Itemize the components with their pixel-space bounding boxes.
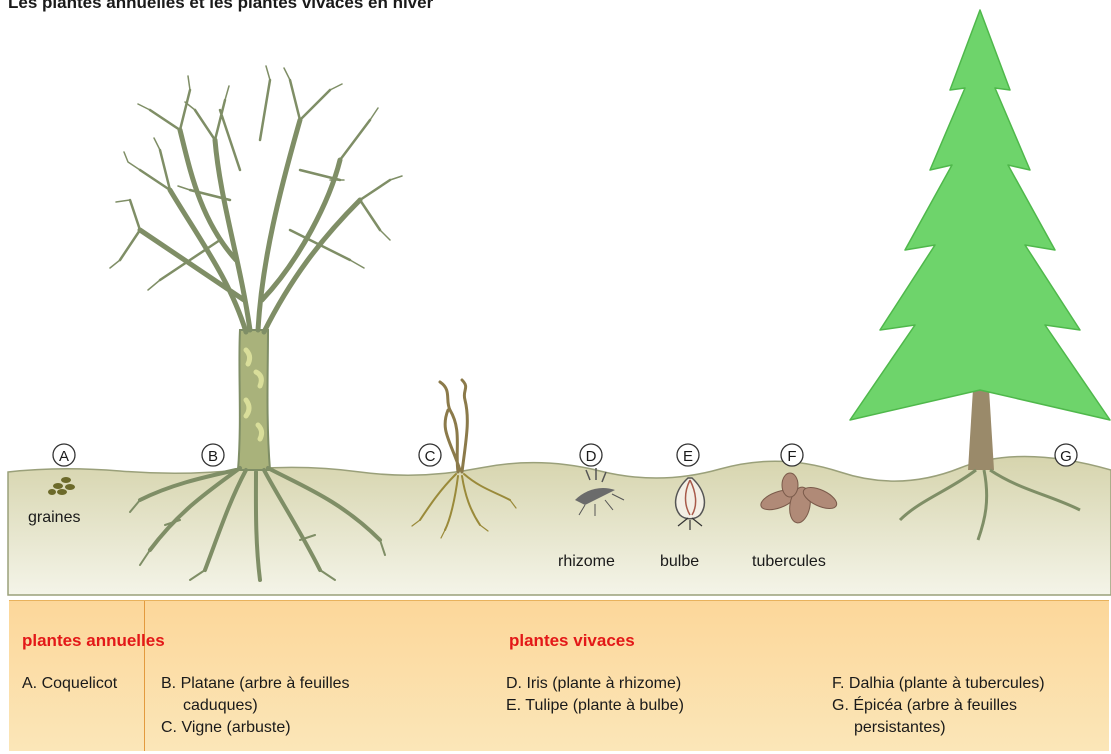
marker-d: D — [579, 443, 603, 467]
rhizome-icon — [575, 468, 625, 516]
seeds-label: graines — [28, 509, 80, 526]
plants-illustration: A B C D E F G graines rhizome bulbe tubercules — [7, 9, 1111, 596]
marker-f: F — [780, 443, 804, 467]
marker-c: C — [418, 443, 442, 467]
spruce-tree-icon — [849, 9, 1111, 541]
svg-text:A: A — [59, 448, 69, 465]
legend-panel: plantes annuelles plantes vivaces A. Coq… — [9, 600, 1109, 751]
plane-tree-icon — [109, 65, 403, 582]
marker-b: B — [201, 443, 225, 467]
annuals-heading: plantes annuelles — [22, 631, 165, 650]
seeds-icon — [48, 477, 75, 495]
svg-text:G: G — [1060, 448, 1072, 465]
legend-item-a: A. Coquelicot — [22, 675, 118, 692]
vine-icon — [411, 378, 517, 539]
bulb-label: bulbe — [660, 553, 699, 570]
rhizome-label: rhizome — [558, 553, 615, 570]
svg-text:D: D — [586, 448, 597, 465]
svg-text:B: B — [208, 448, 218, 465]
legend-item-c: C. Vigne (arbuste) — [161, 719, 291, 736]
svg-text:E: E — [683, 448, 693, 465]
legend-item-b: B. Platane (arbre à feuilles caduques) — [161, 675, 350, 714]
marker-g: G — [1054, 443, 1078, 467]
soil — [7, 455, 1111, 596]
bulb-icon — [674, 477, 706, 530]
legend-item-d: D. Iris (plante à rhizome) — [506, 675, 682, 692]
marker-e: E — [676, 443, 700, 467]
legend-item-e: E. Tulipe (plante à bulbe) — [506, 697, 684, 714]
svg-text:F: F — [787, 448, 796, 465]
tubers-icon — [760, 472, 838, 524]
legend-item-f: F. Dalhia (plante à tubercules) — [832, 675, 1045, 692]
marker-a: A — [52, 443, 76, 467]
legend-divider — [144, 601, 145, 751]
diagram-title: Les plantes annuelles et les plantes viv… — [8, 0, 434, 12]
svg-text:C: C — [425, 448, 436, 465]
tubers-label: tubercules — [752, 553, 826, 570]
perennials-heading: plantes vivaces — [509, 631, 635, 650]
legend-item-g: G. Épicéa (arbre à feuilles persistantes… — [832, 697, 1017, 736]
